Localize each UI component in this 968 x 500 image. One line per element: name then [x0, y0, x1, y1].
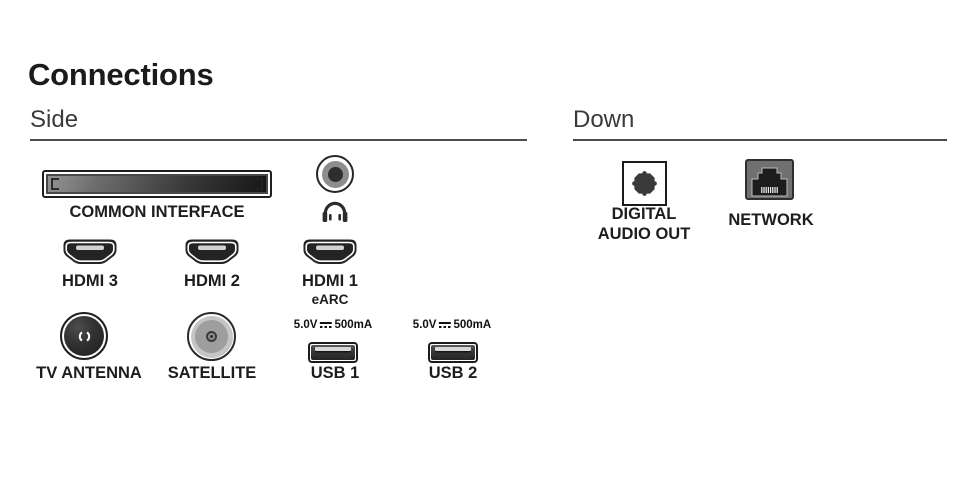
- satellite-label: SATELLITE: [167, 364, 257, 382]
- hdmi1-label: HDMI 1: [302, 272, 358, 290]
- usb1-power-voltage: 5.0V: [293, 319, 318, 331]
- rj45-cavity-icon: [751, 167, 788, 197]
- satellite-ring: [190, 315, 233, 358]
- digital-audio-out-label: DIGITAL AUDIO OUT: [598, 204, 691, 244]
- section-heading-side: Side: [30, 106, 79, 133]
- usb2-power-voltage: 5.0V: [412, 319, 437, 331]
- tv-antenna-label: TV ANTENNA: [36, 364, 142, 382]
- usb1-label: USB 1: [310, 364, 360, 382]
- usb2-cavity: [431, 345, 475, 360]
- common-interface-frame: [46, 174, 268, 194]
- hdmi3-port-icon: [63, 239, 117, 264]
- network-label: NETWORK: [728, 211, 814, 229]
- hdmi1-port-icon: [303, 239, 357, 264]
- tv-antenna-port-icon: [60, 312, 108, 360]
- usb1-tongue: [315, 346, 351, 351]
- usb2-tongue: [435, 346, 471, 351]
- headphone-jack-icon: [316, 155, 354, 193]
- toslink-icon: [632, 171, 657, 196]
- dc-symbol-icon: [319, 322, 332, 328]
- hdmi2-label: HDMI 2: [184, 272, 240, 290]
- satellite-center-dot: [210, 335, 213, 338]
- network-port-icon: [745, 159, 794, 200]
- usb2-power-rating: 5.0V 500mA: [413, 319, 491, 331]
- digital-audio-out-port-icon: [622, 161, 667, 206]
- dc-symbol-icon: [438, 322, 451, 328]
- headphones-icon: [322, 201, 348, 222]
- jack-center: [327, 166, 343, 182]
- section-heading-down: Down: [573, 106, 635, 133]
- usb2-port-icon: [428, 342, 478, 363]
- hdmi2-port-icon: [185, 239, 239, 264]
- usb1-power-rating: 5.0V 500mA: [294, 319, 372, 331]
- digital-audio-out-label-line1: DIGITAL: [611, 205, 677, 223]
- usb2-label: USB 2: [428, 364, 478, 382]
- usb1-cavity: [311, 345, 355, 360]
- satellite-port-icon: [187, 312, 236, 361]
- common-interface-label: COMMON INTERFACE: [69, 203, 245, 221]
- section-rule-down: [573, 139, 947, 141]
- common-interface-opening: [48, 176, 266, 192]
- hdmi1-earc-label: eARC: [311, 292, 349, 307]
- card-guide-right-icon: [255, 178, 263, 190]
- section-rule-side: [30, 139, 527, 141]
- page-title: Connections: [28, 57, 214, 92]
- card-guide-left-icon: [51, 178, 59, 190]
- tv-antenna-disc: [64, 316, 104, 356]
- digital-audio-out-label-line2: AUDIO OUT: [597, 225, 691, 243]
- jack-ring: [321, 160, 349, 188]
- usb2-power-current: 500mA: [453, 319, 492, 331]
- coax-ring-icon: [78, 331, 90, 341]
- common-interface-slot-icon: [42, 170, 272, 198]
- satellite-disc: [195, 320, 228, 353]
- usb1-port-icon: [308, 342, 358, 363]
- hdmi3-label: HDMI 3: [62, 272, 118, 290]
- usb1-power-current: 500mA: [334, 319, 373, 331]
- satellite-center: [206, 331, 217, 342]
